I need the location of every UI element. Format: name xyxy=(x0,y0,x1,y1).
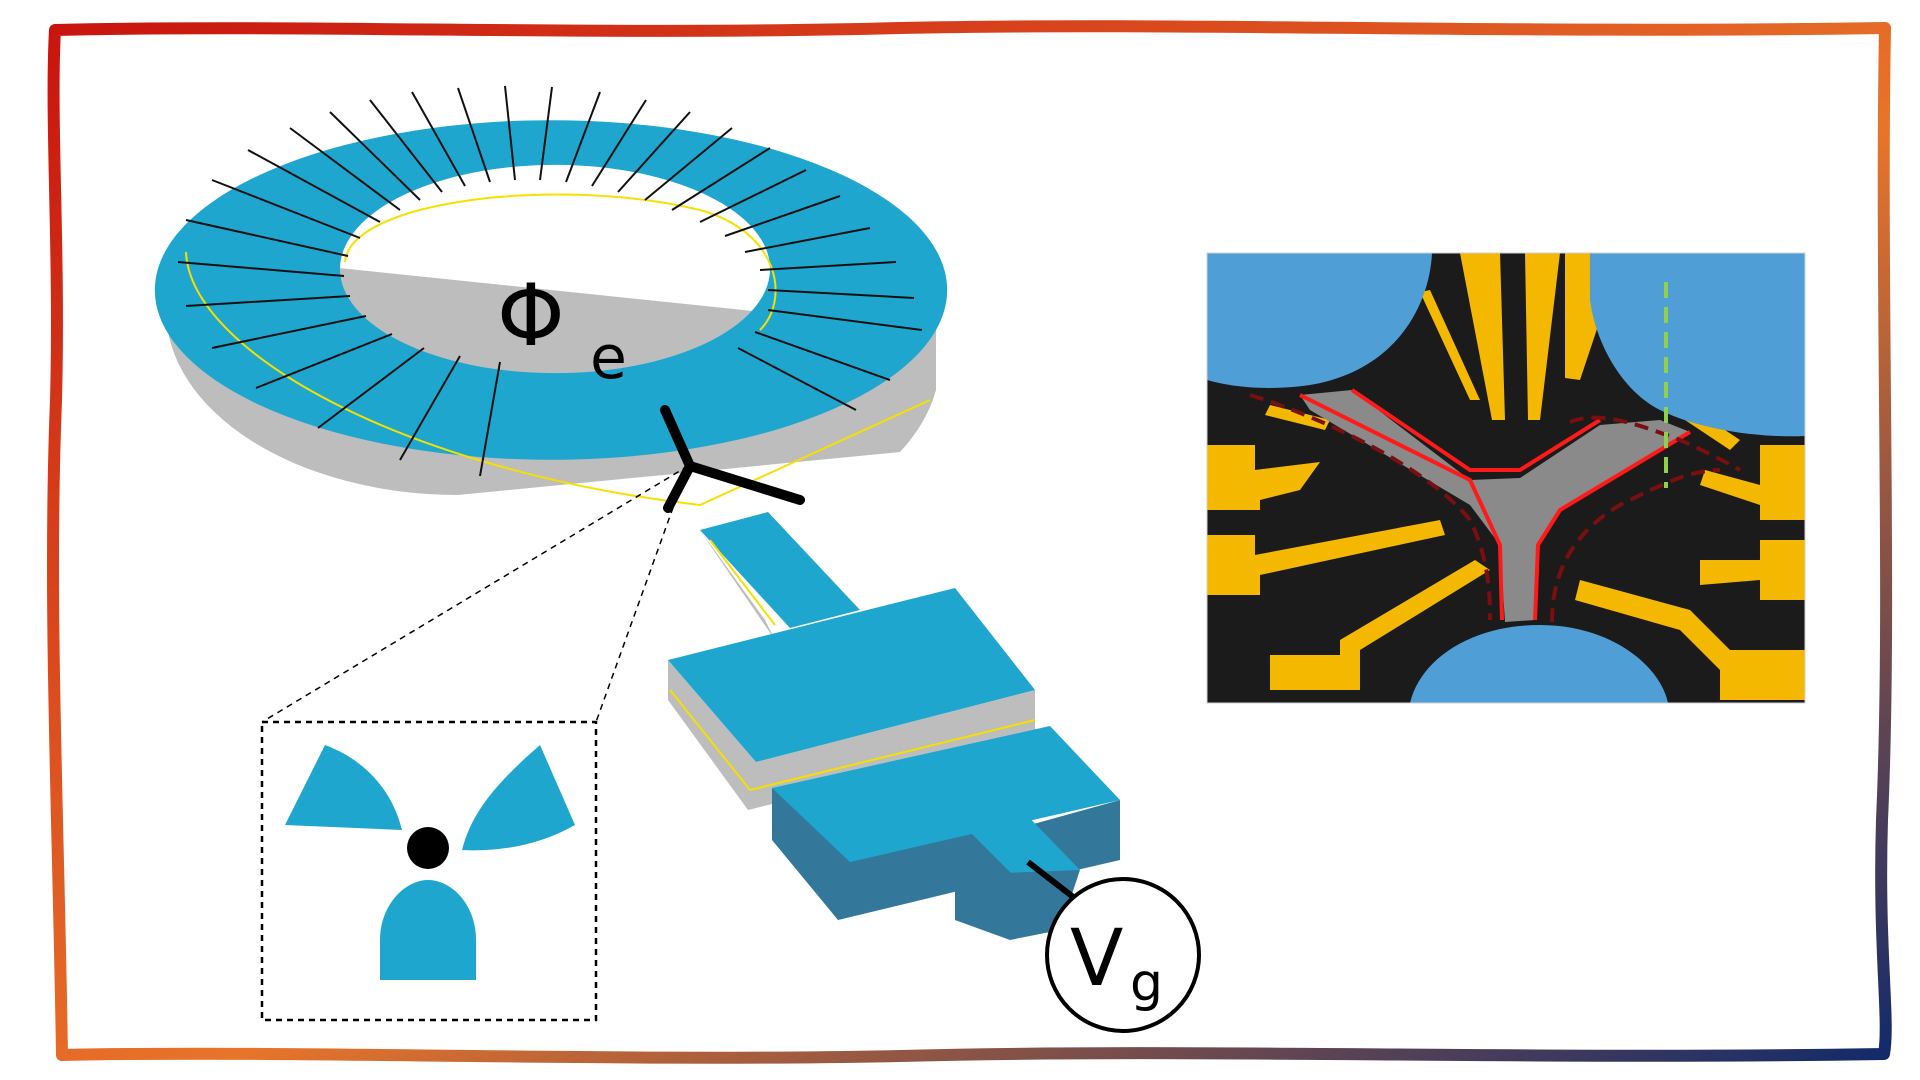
superconducting-ring xyxy=(154,85,948,513)
upper-pad-top xyxy=(668,588,1035,762)
inset-left-electrode xyxy=(285,745,402,830)
inset-center-dot xyxy=(407,827,449,869)
sem-dashed-outline xyxy=(1249,393,1742,623)
gate-label: V xyxy=(1070,914,1123,1004)
inset-bottom-electrode xyxy=(380,880,476,980)
sem-contact-bottom xyxy=(1410,625,1668,703)
lead-side xyxy=(700,530,775,640)
zoom-guide-lines xyxy=(260,465,689,1022)
sem-frame xyxy=(1206,252,1806,704)
lead-top xyxy=(700,512,860,628)
gate-stub xyxy=(960,808,1080,882)
gate-terminal-circle xyxy=(1045,877,1201,1033)
sem-contact-top-right xyxy=(1590,253,1805,437)
inset-right-electrode xyxy=(462,745,575,851)
sem-junction-outline xyxy=(1299,388,1692,621)
ring-yellow-line xyxy=(185,251,931,507)
ring-hatch-lines xyxy=(177,85,923,477)
junction-inset xyxy=(285,745,575,980)
flux-subscript: e xyxy=(590,323,627,393)
sem-contact-top-left xyxy=(1207,253,1432,388)
lower-pad-top xyxy=(772,726,1120,862)
sem-y-flake xyxy=(1300,390,1690,622)
ring-inner-yellow-line xyxy=(344,193,777,331)
frame-border xyxy=(46,20,1893,1064)
ring-top-surface xyxy=(154,120,948,460)
y-junction xyxy=(660,405,805,513)
upper-pad-side xyxy=(668,660,1035,810)
sem-micrograph xyxy=(1207,253,1805,703)
zoom-inset-box xyxy=(260,720,598,1022)
sem-contacts xyxy=(1207,253,1805,703)
sem-gold-leads xyxy=(1207,253,1805,700)
gate-subscript: g xyxy=(1130,953,1163,1013)
gate-lead xyxy=(668,512,1120,940)
gate-voltage-terminal: V g xyxy=(1045,877,1201,1033)
flux-label: Φ xyxy=(497,266,565,366)
